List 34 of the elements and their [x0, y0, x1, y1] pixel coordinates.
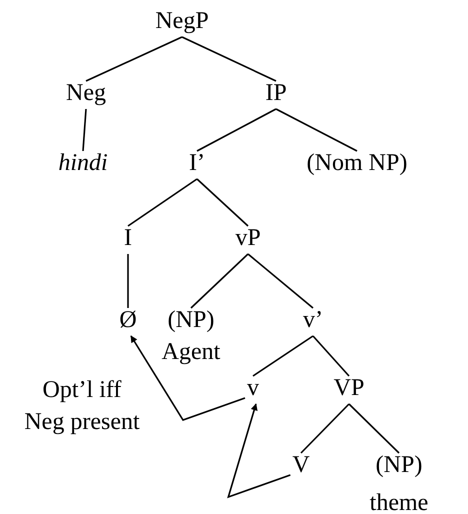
- tree-branch: [86, 36, 182, 82]
- node-label: VP: [334, 374, 364, 402]
- tree-branch: [252, 335, 314, 377]
- tree-branch: [128, 178, 198, 227]
- node-label: IP: [265, 79, 287, 107]
- node-label: Ø: [119, 306, 137, 334]
- node-label: Neg: [66, 79, 106, 107]
- node-label: I: [124, 224, 132, 252]
- tree-branch: [196, 178, 249, 227]
- note-text: Opt’l iff Neg present: [24, 376, 140, 437]
- tree-branch: [276, 108, 358, 152]
- tree-branch: [196, 108, 276, 152]
- movement-arrow: [227, 403, 291, 498]
- tree-branch: [190, 253, 249, 309]
- role-label: Agent: [162, 338, 220, 366]
- role-label: theme: [370, 489, 428, 514]
- node-label: v’: [303, 306, 323, 334]
- tree-branch: [82, 108, 87, 152]
- node-label: v: [247, 374, 259, 402]
- tree-branch: [247, 253, 314, 309]
- node-label: V: [292, 451, 310, 479]
- tree-branch: [300, 403, 350, 454]
- movement-arrow: [130, 335, 246, 421]
- tree-branch: [127, 254, 129, 308]
- node-label: I’: [189, 149, 205, 177]
- node-label: vP: [235, 224, 261, 252]
- tree-branch: [182, 36, 276, 82]
- node-label: (NP): [166, 306, 216, 334]
- node-label: (NP): [374, 451, 424, 479]
- node-label: (Nom NP): [306, 149, 408, 177]
- node-label: hindi: [58, 149, 108, 177]
- tree-branch: [348, 403, 400, 454]
- node-label: NegP: [155, 7, 209, 35]
- tree-branch: [312, 335, 350, 377]
